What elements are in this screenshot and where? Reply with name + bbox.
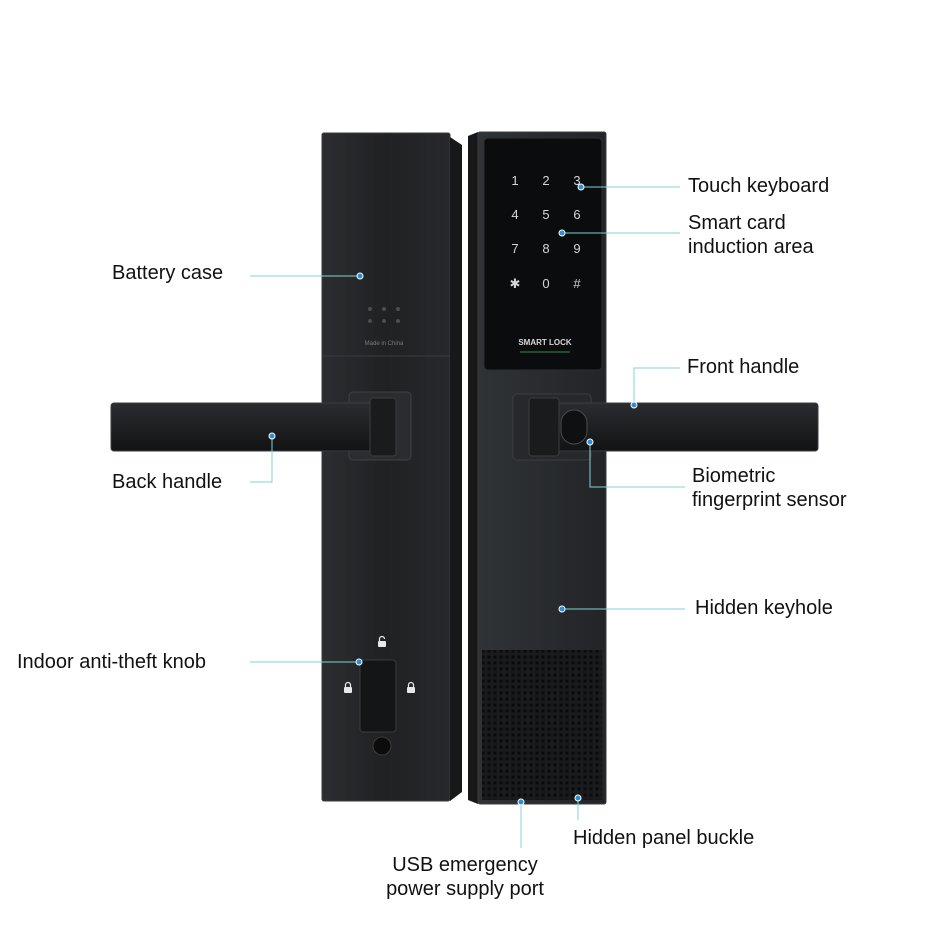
keypad-key[interactable]: 5 [542, 207, 549, 222]
usb-port-hole [372, 736, 392, 756]
label-battery-case: Battery case [112, 262, 224, 284]
keypad-key[interactable]: 1 [511, 173, 518, 188]
label-usb-line2: power supply port [386, 878, 544, 900]
leader-lines [250, 186, 685, 848]
keypad-key[interactable]: 6 [573, 207, 580, 222]
label-biometric-line2: fingerprint sensor [692, 489, 847, 511]
label-front-handle: Front handle [687, 356, 800, 378]
back-body: Made in China [321, 132, 462, 802]
keypad-key[interactable]: 2 [542, 173, 549, 188]
anti-theft-knob[interactable] [359, 659, 397, 733]
lock-icons [344, 635, 415, 693]
keypad-key[interactable]: ✱ [510, 276, 521, 291]
label-smart-card-line1: Smart card [688, 212, 786, 234]
label-hidden-keyhole: Hidden keyhole [695, 597, 833, 619]
battery-vents [368, 307, 400, 323]
label-touch-keyboard: Touch keyboard [688, 175, 830, 197]
made-in-text: Made in China [365, 341, 404, 347]
keypad-key[interactable]: # [573, 276, 581, 291]
touch-panel[interactable] [483, 137, 603, 371]
keypad-key[interactable]: 7 [511, 241, 518, 256]
keypad-key[interactable]: 4 [511, 207, 518, 222]
keypad: 1 2 3 4 5 6 7 8 9 ✱ 0 # [510, 173, 582, 291]
fingerprint-sensor[interactable] [560, 409, 588, 445]
back-handle[interactable] [110, 397, 397, 457]
speaker-grille [482, 650, 602, 800]
label-biometric-line1: Biometric [692, 465, 776, 487]
keypad-key[interactable]: 8 [542, 241, 549, 256]
label-anti-theft-knob: Indoor anti-theft knob [17, 651, 207, 673]
label-hidden-panel-buckle: Hidden panel buckle [573, 827, 755, 849]
label-usb-line1: USB emergency [392, 854, 538, 876]
keypad-key[interactable]: 9 [573, 241, 580, 256]
callout-dots [268, 183, 638, 806]
front-handle[interactable] [528, 397, 819, 457]
keypad-key[interactable]: 3 [573, 173, 580, 188]
label-smart-card-line2: induction area [688, 236, 814, 258]
brand-text: SMART LOCK [518, 338, 572, 347]
label-back-handle: Back handle [112, 471, 223, 493]
keypad-key[interactable]: 0 [542, 276, 549, 291]
